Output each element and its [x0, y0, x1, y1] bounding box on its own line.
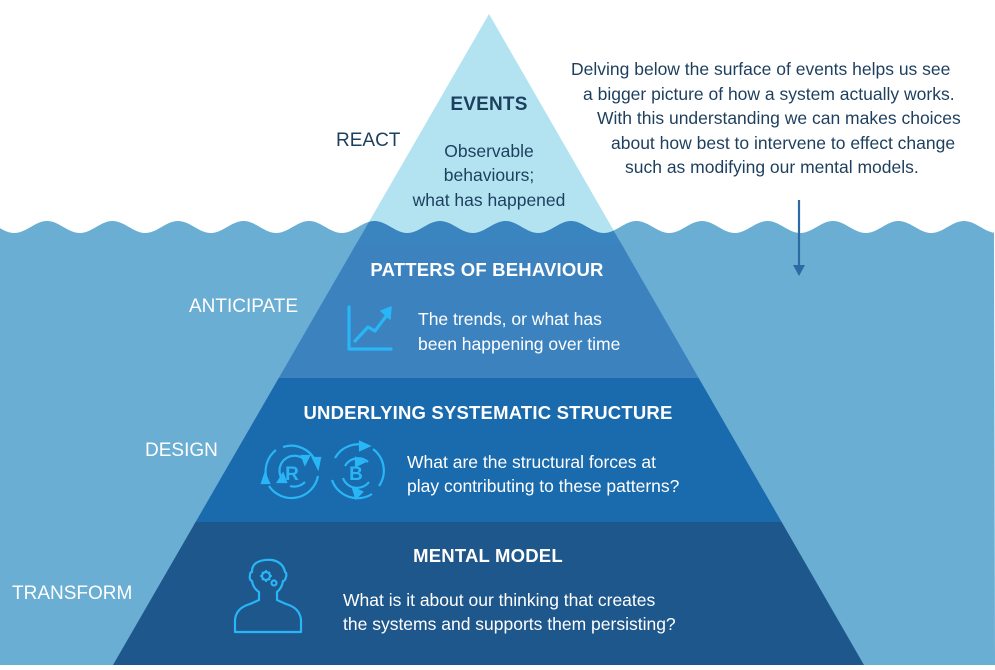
level-title-events: EVENTS: [450, 94, 528, 115]
action-label-react: REACT: [336, 130, 401, 151]
level-title-patterns: PATTERS OF BEHAVIOUR: [370, 259, 604, 280]
level-description-line: the systems and supports them persisting…: [343, 614, 676, 634]
level-description-line: play contributing to these patterns?: [407, 476, 680, 496]
intro-line: With this understanding we can makes cho…: [597, 108, 961, 128]
level-description-line: What is it about our thinking that creat…: [343, 590, 656, 610]
intro-line: Delving below the surface of events help…: [571, 59, 951, 79]
action-label-anticipate: ANTICIPATE: [189, 296, 299, 317]
level-description-line: what has happened: [412, 190, 566, 210]
level-description-line: been happening over time: [418, 334, 621, 354]
level-description-line: The trends, or what has: [418, 309, 602, 329]
down-arrow-icon: [793, 200, 805, 276]
reinforcing-loop-letter: R: [285, 464, 299, 485]
level-description-line: Observable: [444, 141, 534, 161]
intro-line: a bigger picture of how a system actuall…: [583, 84, 955, 104]
head-gears-icon: [233, 558, 303, 634]
balancing-loop-letter: B: [349, 464, 363, 485]
mental-model-layer: [113, 522, 864, 665]
balancing-loop-icon: [330, 440, 385, 501]
trend-chart-icon: [347, 305, 393, 351]
level-description-line: What are the structural forces at: [407, 452, 656, 472]
action-label-transform: TRANSFORM: [12, 583, 133, 604]
action-label-design: DESIGN: [145, 440, 218, 461]
reinforcing-loop-icon: [260, 444, 322, 500]
level-description-line: behaviours;: [443, 165, 535, 185]
level-title-structure: UNDERLYING SYSTEMATIC STRUCTURE: [303, 402, 673, 423]
intro-line: such as modifying our mental models.: [625, 157, 919, 177]
intro-line: about how best to intervene to effect ch…: [611, 133, 956, 153]
level-title-mental-model: MENTAL MODEL: [413, 545, 563, 566]
